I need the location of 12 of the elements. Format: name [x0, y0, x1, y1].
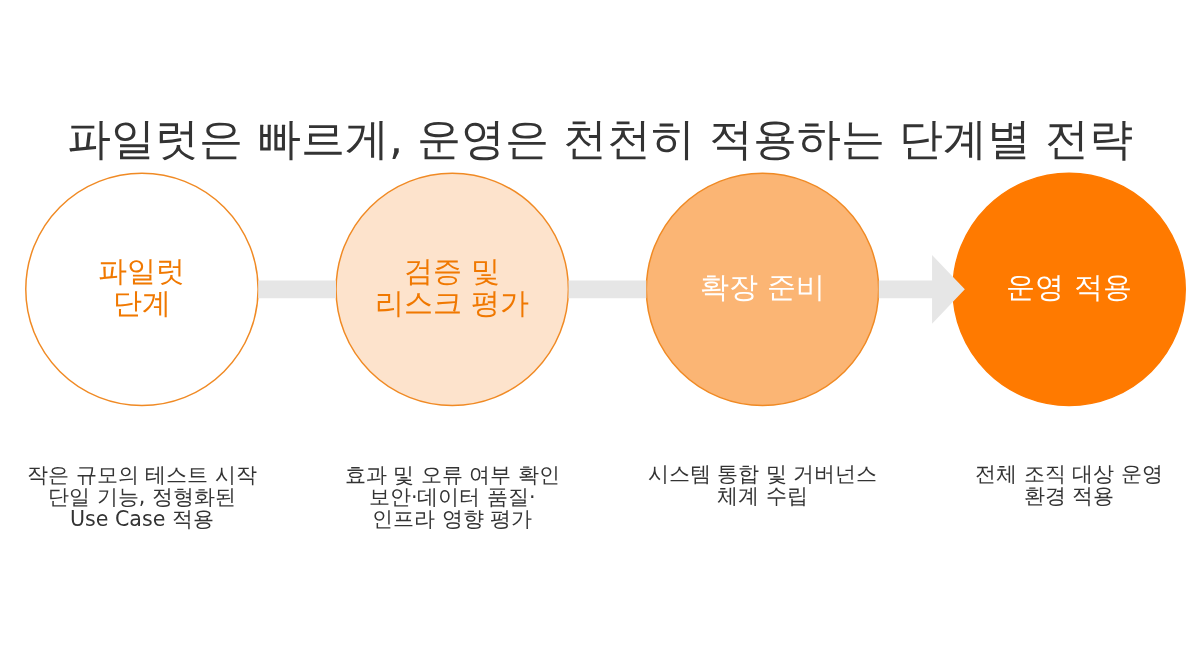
diagram-title: 파일럿은 빠르게, 운영은 천천히 적용하는 단계별 전략	[66, 113, 1134, 165]
arrow	[878, 254, 965, 324]
node-circle: 검증 및 리스크 평가	[335, 172, 570, 407]
node-label: 전체 조직 대상 운영 환경 적용	[975, 461, 1163, 508]
node-label: 작은 규모의 테스트 시작 단일 기능, 정형화된 Use Case 적용	[27, 462, 257, 531]
node-circle: 운영 적용	[952, 172, 1186, 407]
node-label: 시스템 통합 및 거버넌스 체계 수립	[647, 461, 878, 508]
connector	[568, 280, 647, 299]
connector	[258, 280, 336, 299]
node-label: 효과 및 오류 여부 확인 보안·데이터 품질· 인프라 영향 평가	[344, 462, 560, 531]
node-circle: 확장 준비	[645, 172, 880, 407]
node-circle: 파일럿 단계	[25, 172, 259, 407]
